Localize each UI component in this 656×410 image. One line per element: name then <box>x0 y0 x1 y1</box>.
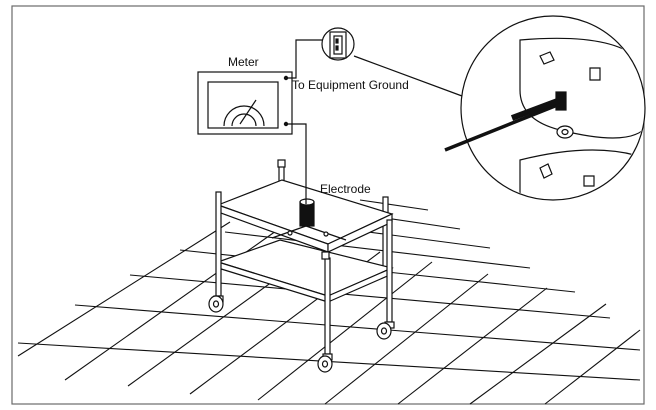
outlet-icon <box>321 27 355 61</box>
electrode-label: Electrode <box>320 182 371 196</box>
equipment-ground-label: To Equipment Ground <box>292 78 409 92</box>
meter <box>197 71 293 135</box>
receptacle-closeup <box>460 15 646 201</box>
outer-border <box>11 5 645 405</box>
cart <box>208 159 395 373</box>
meter-label: Meter <box>228 55 259 69</box>
probe-icon <box>444 97 562 152</box>
wires <box>288 39 463 204</box>
electrode <box>271 198 347 241</box>
